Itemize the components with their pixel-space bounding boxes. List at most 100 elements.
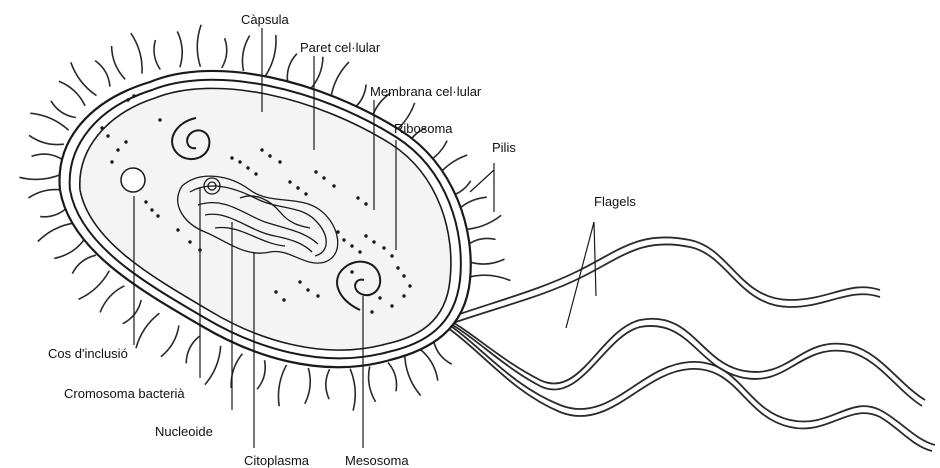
- pilus: [469, 275, 511, 280]
- ribosome-dot: [158, 118, 161, 121]
- pilus: [59, 81, 85, 106]
- ribosome-dot: [298, 280, 301, 283]
- pilus: [123, 300, 142, 324]
- label-citoplasma: Citoplasma: [244, 453, 309, 468]
- pilus: [72, 255, 96, 273]
- pilus: [231, 354, 242, 388]
- ribosome-dot: [246, 166, 249, 169]
- ribosome-dot: [336, 230, 339, 233]
- ribosome-dot: [372, 240, 375, 243]
- label-membrana: Membrana cel·lular: [370, 84, 481, 99]
- pilus: [222, 38, 227, 68]
- pilus: [136, 313, 159, 348]
- ribosome-dot: [364, 234, 367, 237]
- ribosome-dot: [282, 298, 285, 301]
- pilus: [29, 190, 64, 198]
- ribosome-dot: [144, 200, 147, 203]
- ribosome-dot: [306, 288, 309, 291]
- leader-flagels-2: [594, 222, 596, 296]
- pilus: [131, 33, 142, 74]
- label-ribosoma: Ribosoma: [394, 121, 453, 136]
- pilus: [331, 62, 349, 100]
- pilus: [205, 346, 221, 385]
- pilus: [420, 349, 438, 380]
- ribosome-dot: [370, 310, 373, 313]
- ribosome-dot: [238, 160, 241, 163]
- pilus: [51, 101, 76, 118]
- ribosome-dot: [342, 238, 345, 241]
- ribosome-dot: [358, 250, 361, 253]
- pilus: [95, 61, 110, 87]
- pilus: [242, 36, 249, 71]
- ribosome-dot: [230, 156, 233, 159]
- label-flagels: Flagels: [594, 194, 636, 209]
- flagellum-3-inner: [450, 244, 880, 324]
- label-paret: Paret cel·lular: [300, 40, 380, 55]
- flagellum-2: [445, 322, 935, 445]
- ribosome-dot: [288, 180, 291, 183]
- pilus: [434, 340, 452, 364]
- ribosome-dot: [390, 254, 393, 257]
- pilus: [32, 154, 62, 159]
- ribosome-dot: [188, 240, 191, 243]
- ribosome-dot: [116, 148, 119, 151]
- ribosome-dot: [100, 126, 103, 129]
- pilus: [54, 239, 84, 258]
- ribosome-dot: [408, 284, 411, 287]
- ribosome-dot: [260, 148, 263, 151]
- label-nucleoide: Nucleoide: [155, 424, 213, 439]
- leader-pilis-2: [470, 170, 494, 192]
- ribosome-dot: [364, 202, 367, 205]
- inclusion-body: [121, 168, 145, 192]
- label-capsula: Càpsula: [241, 12, 289, 27]
- ribosome-dot: [150, 208, 153, 211]
- pilus: [257, 360, 265, 389]
- ribosome-dot: [378, 296, 381, 299]
- label-cos-inclusio: Cos d'inclusió: [48, 346, 128, 361]
- ribosome-dot: [106, 134, 109, 137]
- pilus: [38, 223, 76, 242]
- pilus: [100, 286, 124, 313]
- pilus: [266, 35, 277, 76]
- ribosome-dot: [254, 172, 257, 175]
- pilus: [305, 368, 310, 404]
- pilus: [112, 46, 126, 79]
- ribosome-dot: [304, 192, 307, 195]
- ribosome-dot: [322, 176, 325, 179]
- pilus: [278, 365, 286, 406]
- flagellum-2-inner: [448, 328, 932, 451]
- ribosome-dot: [350, 270, 353, 273]
- pilus: [154, 40, 160, 70]
- ribosome-dot: [274, 290, 277, 293]
- flagellum-3: [448, 237, 880, 318]
- pilus: [287, 54, 297, 82]
- ribosome-dot: [390, 304, 393, 307]
- ribosome-dot: [402, 274, 405, 277]
- pilus: [388, 362, 397, 391]
- label-mesosoma: Mesosoma: [345, 453, 409, 468]
- pilus: [369, 366, 376, 402]
- pilus: [186, 336, 199, 363]
- ribosome-dot: [268, 154, 271, 157]
- pilus: [326, 369, 330, 399]
- pilus: [29, 135, 64, 144]
- ribosome-dot: [296, 186, 299, 189]
- ribosome-dot: [176, 228, 179, 231]
- flagella: [440, 237, 935, 451]
- pilus: [177, 31, 182, 67]
- pilus: [309, 57, 323, 90]
- ribosome-dot: [382, 246, 385, 249]
- label-cromosoma: Cromosoma bacterià: [64, 386, 185, 401]
- pilus: [350, 369, 355, 411]
- ribosome-dot: [396, 266, 399, 269]
- ribosome-dot: [132, 94, 135, 97]
- ribosome-dot: [356, 196, 359, 199]
- ribosome-dot: [126, 98, 129, 101]
- pilus: [79, 271, 110, 300]
- pilus: [469, 259, 505, 264]
- ribosome-dot: [156, 214, 159, 217]
- pilus: [405, 357, 421, 396]
- ribosome-dot: [316, 294, 319, 297]
- ribosome-dot: [350, 244, 353, 247]
